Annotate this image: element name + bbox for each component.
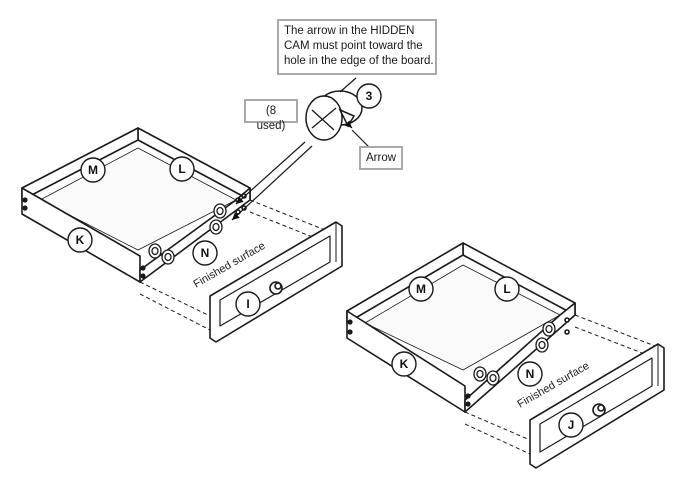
callout-left-l: L [178,162,185,176]
arrow-note: Arrow [359,146,403,170]
callout-right-n-circle [517,361,543,387]
callout-right-n: N [526,367,535,381]
callout-left-k: K [76,233,85,247]
cam-orientation-note: The arrow in the HIDDEN CAM must point t… [277,19,437,75]
callout-left-n: N [201,246,210,260]
quantity-used-text: (8 used) [256,105,286,132]
cam-detail [305,90,363,141]
callout-left-l-circle [169,156,195,182]
leader-cam-1 [235,141,306,205]
callout-right-j: J [568,418,575,432]
callout-left-m: M [88,163,98,177]
callout-right-m-circle [408,276,434,302]
leader-cam-2 [231,145,313,221]
callout-right-m: M [416,282,426,296]
cam-note-line-2: CAM must point toward the [284,40,423,52]
callout-right-l-circle [494,276,520,302]
cam-note-line-3: hole in the edge of the board. [284,55,434,67]
callout-right-l: L [503,282,510,296]
cam-note-line-1: The arrow in the HIDDEN [284,25,415,37]
left-cams [148,203,227,265]
leader-arrow-note [351,129,371,149]
callout-left-n-circle [192,240,218,266]
callout-cam-3-circle [356,83,382,109]
callout-left-i-circle [235,291,261,317]
callout-left-i: I [246,297,249,311]
callout-right-k: K [400,357,409,371]
callout-left-m-circle [80,157,106,183]
right-cams [473,321,556,386]
quantity-used-note: (8 used) [244,99,298,132]
leader-cam-note [339,77,357,93]
arrow-note-text: Arrow [366,152,397,164]
callout-right-j-circle [558,412,584,438]
callout-left-k-circle [67,227,93,253]
callout-cam-3: 3 [366,89,373,103]
callout-right-k-circle [391,351,417,377]
